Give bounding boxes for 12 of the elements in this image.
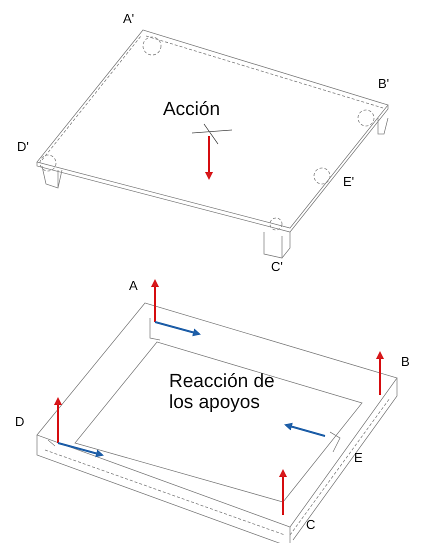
point-label: A — [129, 279, 138, 294]
point-label: A' — [123, 12, 134, 26]
point-label: E' — [343, 175, 354, 190]
point-label: B — [401, 355, 410, 370]
point-label: C — [306, 518, 316, 532]
reaction-label: Reacción de los apoyos — [169, 372, 276, 414]
point-label: B' — [378, 77, 390, 92]
load-label: Acción — [163, 100, 220, 121]
point-label: D — [15, 415, 24, 430]
point-label: C' — [271, 260, 283, 274]
point-label: D' — [17, 140, 29, 154]
point-label: E — [354, 451, 363, 466]
